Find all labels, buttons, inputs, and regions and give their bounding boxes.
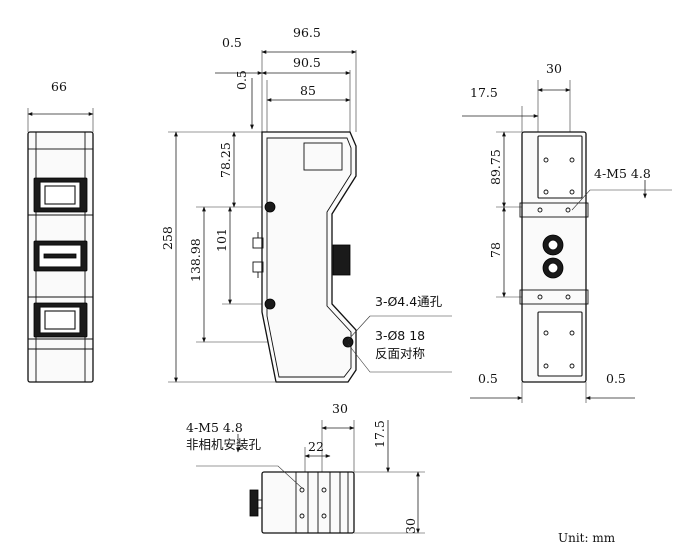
side-note-counterbore-2: 反面对称 (375, 346, 425, 361)
front-view: 66 (27, 79, 94, 383)
side-dim-height-b: 101 (214, 228, 229, 252)
rear-view: 30 17.5 89.75 78 4-M5 4.8 (462, 61, 672, 403)
bottom-dim-offset: 17.5 (372, 420, 387, 448)
bottom-view: 30 22 17.5 30 4-M5 4.8 非相机安装孔 (186, 401, 425, 534)
side-note-counterbore-1: 3-Ø8 18 (375, 328, 425, 343)
side-dim-top: 96.5 (293, 25, 321, 40)
side-dim-height-a: 78.25 (218, 142, 233, 178)
side-dim-offset-h: 0.5 (222, 35, 242, 50)
side-dim-height-c: 138.98 (188, 238, 203, 282)
side-note-through-hole: 3-Ø4.4通孔 (375, 294, 443, 309)
side-view: 96.5 90.5 85 0.5 0.5 258 78.25 101 138.9… (160, 25, 452, 383)
side-dim-height-total: 258 (160, 226, 175, 250)
side-dim-inner: 85 (300, 83, 316, 98)
rear-dim-height-upper: 89.75 (488, 149, 503, 185)
bottom-dim-inner: 22 (308, 439, 324, 454)
rear-dim-offset: 17.5 (470, 85, 498, 100)
unit-label: Unit: mm (558, 531, 616, 545)
rear-dim-width: 30 (546, 61, 562, 76)
rear-dim-height-mid: 78 (488, 242, 503, 258)
rear-dim-right-margin: 0.5 (606, 371, 626, 386)
bottom-note-thread: 4-M5 4.8 (186, 420, 243, 435)
front-width-label: 66 (51, 79, 67, 94)
rear-note-thread: 4-M5 4.8 (594, 166, 651, 181)
bottom-dim-width: 30 (332, 401, 348, 416)
side-dim-offset-v: 0.5 (234, 70, 249, 90)
bottom-note-mount: 非相机安装孔 (186, 437, 262, 452)
side-dim-mid: 90.5 (293, 55, 321, 70)
rear-dim-left-margin: 0.5 (478, 371, 498, 386)
bottom-dim-height: 30 (403, 518, 418, 534)
